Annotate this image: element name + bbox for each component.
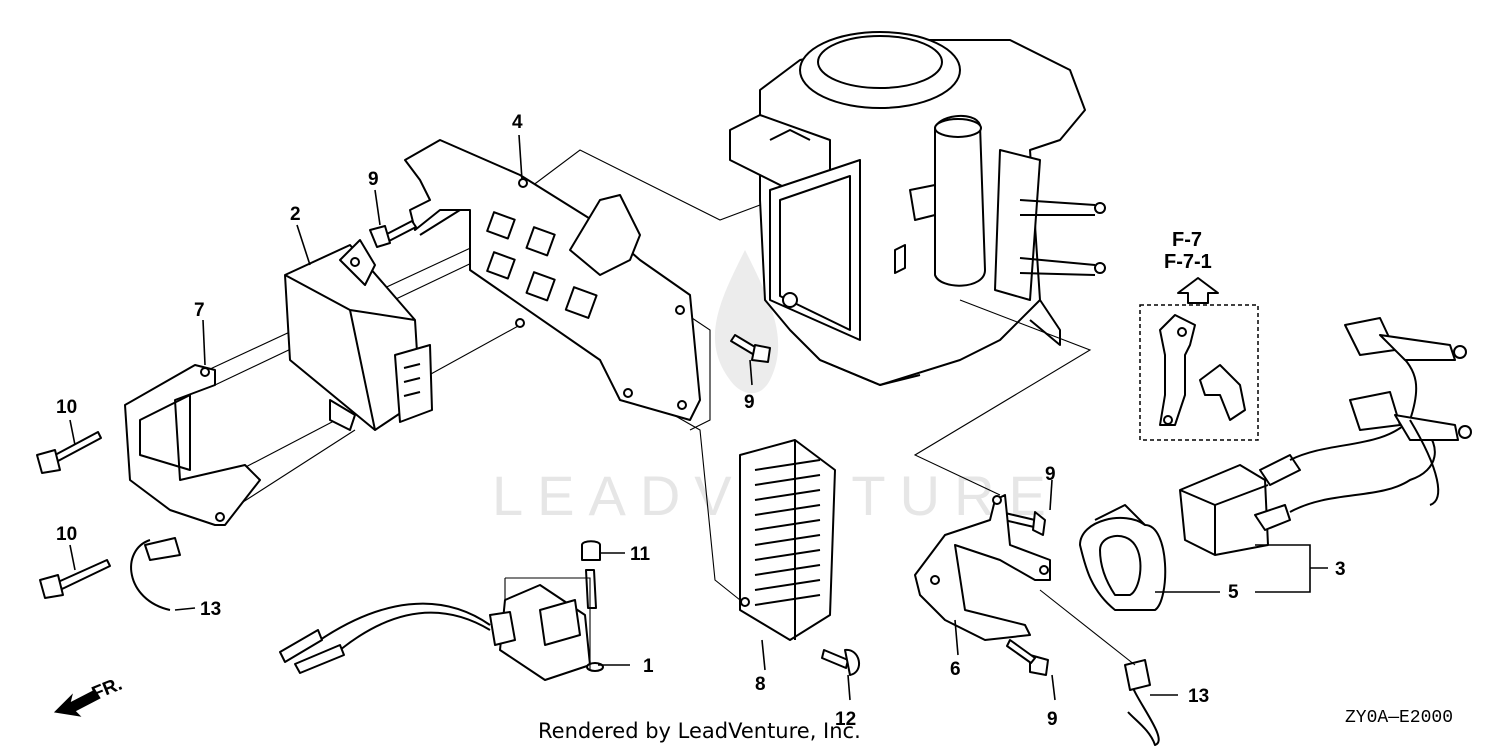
callout-12: 12 bbox=[835, 709, 856, 730]
callout-7: 7 bbox=[194, 300, 205, 321]
engine-block bbox=[729, 31, 1106, 386]
reference-label-1: F-7 bbox=[1172, 229, 1202, 251]
callout-3: 4 bbox=[512, 112, 523, 133]
callout-1: 1 bbox=[643, 656, 654, 677]
part-6-mounting-bracket bbox=[914, 494, 1136, 666]
part-4-ignition-coil bbox=[1179, 317, 1472, 556]
bolt-10-upper bbox=[36, 431, 102, 474]
part-7-cover-bracket bbox=[124, 364, 261, 526]
callout-10-lower: 10 bbox=[56, 524, 77, 545]
callout-13-left: 13 bbox=[200, 599, 221, 620]
callout-leaders bbox=[69, 134, 1328, 701]
bolt-9-mid bbox=[1003, 511, 1046, 536]
front-arrow-icon bbox=[53, 689, 101, 717]
callout-8: 8 bbox=[755, 674, 766, 695]
bolts bbox=[36, 220, 1049, 676]
callout-11: 11 bbox=[630, 544, 651, 565]
part-3-bracket-plate bbox=[404, 139, 701, 421]
callout-9-mid: 9 bbox=[1045, 464, 1056, 485]
front-direction-marker: FR. bbox=[53, 674, 125, 717]
bolt-9-upper bbox=[369, 220, 417, 248]
part-5-rubber-cushion bbox=[1079, 504, 1167, 611]
reference-box: F-7 F-7-1 bbox=[1139, 229, 1259, 441]
part-1-relay-harness bbox=[279, 577, 604, 681]
reference-label-2: F-7-1 bbox=[1164, 251, 1212, 273]
bolt-9-lower bbox=[1006, 639, 1049, 676]
callout-2: 2 bbox=[290, 204, 301, 225]
callout-9-right: 9 bbox=[744, 392, 755, 413]
callout-9-lower: 9 bbox=[1047, 709, 1058, 730]
callout-6: 6 bbox=[950, 659, 961, 680]
callout-13-right: 13 bbox=[1188, 686, 1209, 707]
footer-credit: Rendered by LeadVenture, Inc. bbox=[538, 719, 861, 743]
callouts: 4 2 7 9 9 10 10 11 13 1 8 12 6 9 9 5 3 1… bbox=[56, 112, 1346, 730]
bolt-11 bbox=[581, 540, 601, 609]
callout-4: 3 bbox=[1335, 559, 1346, 580]
callout-10-upper: 10 bbox=[56, 397, 77, 418]
part-8-regulator-rectifier bbox=[739, 439, 836, 641]
part-2-cdi-unit bbox=[284, 239, 433, 431]
callout-5: 5 bbox=[1228, 582, 1239, 603]
diagram-code: ZY0A—E2000 bbox=[1345, 708, 1453, 728]
bolt-9-right bbox=[730, 334, 771, 363]
arrow-up-icon bbox=[1177, 277, 1219, 304]
bolt-10-lower bbox=[39, 559, 111, 599]
clip-12 bbox=[821, 648, 860, 676]
part-13-clamps bbox=[130, 537, 1160, 746]
front-label: FR. bbox=[89, 674, 125, 705]
callout-9-upper: 9 bbox=[368, 169, 379, 190]
